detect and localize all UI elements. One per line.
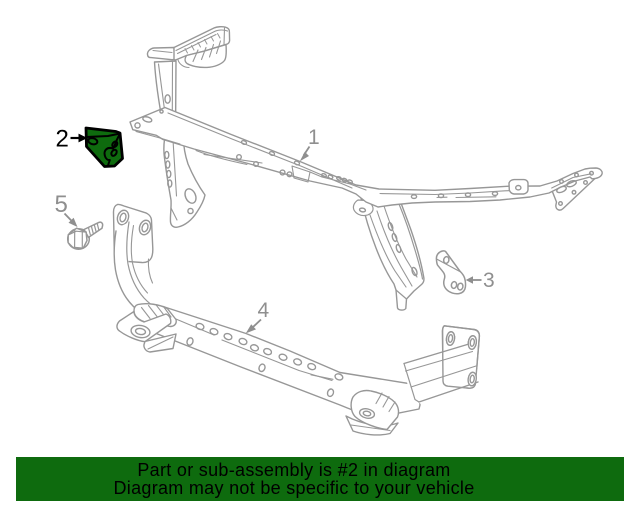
svg-text:2: 2 <box>56 126 69 153</box>
svg-text:4: 4 <box>258 299 270 322</box>
svg-text:1: 1 <box>308 126 320 149</box>
svg-text:3: 3 <box>483 269 495 292</box>
svg-text:5: 5 <box>55 191 68 218</box>
